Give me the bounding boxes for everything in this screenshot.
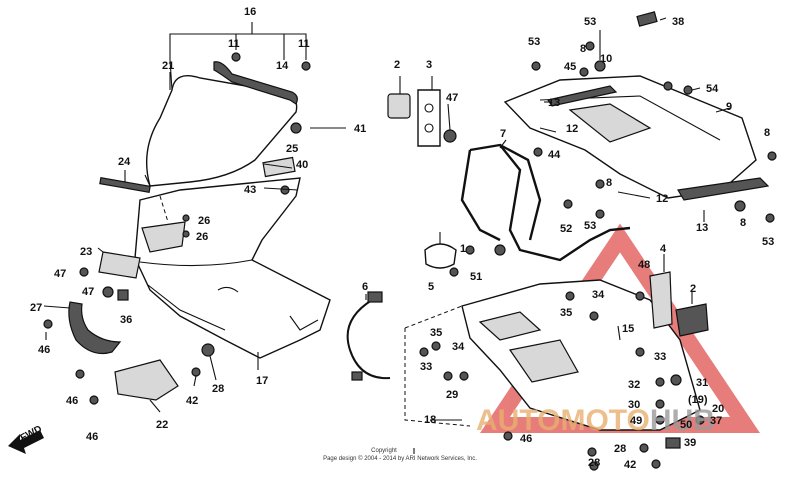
callout-label: 9 — [726, 101, 732, 113]
callout-label: 35 — [430, 327, 442, 339]
callout-label: 12 — [656, 193, 668, 205]
callout-label: 10 — [600, 53, 612, 65]
mirror-bracket-parts — [387, 89, 457, 147]
callout-label: 17 — [256, 375, 268, 387]
callout-label: 29 — [446, 389, 458, 401]
watermark-text: AUTOMOTOHUB — [476, 404, 715, 437]
reflector-part — [98, 251, 141, 279]
callout-label: 42 — [624, 459, 636, 471]
callout-label: 35 — [560, 307, 572, 319]
callout-label: 39 — [684, 437, 696, 449]
copyright-line-1: Copyright — [371, 448, 397, 454]
callout-label: 26 — [196, 231, 208, 243]
callout-label: 47 — [82, 286, 94, 298]
side-panel-parts — [649, 271, 709, 337]
callout-label: 18 — [424, 414, 436, 426]
mounting-frame-part — [460, 143, 631, 262]
callout-label: 47 — [446, 92, 458, 104]
callout-label: 12 — [566, 123, 578, 135]
callout-label: 46 — [520, 433, 532, 445]
callout-label: 40 — [296, 159, 308, 171]
callout-label: 5 — [428, 281, 434, 293]
callout-label: 32 — [628, 379, 640, 391]
forward-direction-arrow: FWD — [8, 424, 44, 454]
callout-label: 44 — [548, 149, 561, 161]
callout-label: 26 — [198, 215, 210, 227]
callout-label: 21 — [162, 60, 174, 72]
callout-label: 42 — [186, 395, 198, 407]
callout-label: 11 — [298, 38, 310, 50]
callout-label: 28 — [212, 383, 224, 395]
callout-label: 28 — [588, 457, 600, 469]
callout-label: 6 — [362, 281, 368, 293]
callout-label: 28 — [614, 443, 626, 455]
callout-label: 33 — [420, 361, 432, 373]
copyright-line-2: Page design © 2004 - 2014 by ARI Network… — [323, 455, 477, 462]
windscreen-part — [144, 59, 298, 187]
callout-label: 8 — [580, 43, 586, 55]
callout-label: 48 — [638, 259, 650, 271]
callout-label: 33 — [654, 351, 666, 363]
callout-label: 34 — [592, 289, 605, 301]
callout-label: 50 — [680, 419, 692, 431]
callout-label: 15 — [622, 323, 634, 335]
horn-part — [424, 232, 457, 269]
callout-label: 53 — [584, 16, 596, 28]
callout-label: 46 — [66, 395, 78, 407]
callout-label: 20 — [712, 403, 724, 415]
callout-label: 47 — [54, 268, 66, 280]
callout-label: 53 — [584, 220, 596, 232]
leader-lines — [43, 17, 731, 454]
callout-label: 3 — [426, 59, 432, 71]
fastener-symbols — [43, 11, 777, 471]
callout-label: 23 — [80, 246, 92, 258]
upper-fairing-part — [134, 177, 331, 359]
lower-cover-part — [114, 359, 179, 401]
callout-label: 46 — [86, 431, 98, 443]
callout-label: 52 — [560, 223, 572, 235]
callout-label: 13 — [548, 97, 560, 109]
callout-label: 34 — [452, 341, 465, 353]
callout-label: 16 — [244, 6, 256, 18]
callout-label: 7 — [500, 128, 506, 140]
callout-label: 25 — [286, 143, 298, 155]
callout-label: 53 — [528, 36, 540, 48]
callout-label: 38 — [672, 16, 684, 28]
callout-label: 51 — [470, 271, 482, 283]
callout-label: 1 — [460, 243, 466, 255]
callout-label: 8 — [740, 217, 746, 229]
callout-label: (19) — [688, 394, 708, 406]
fairing-stay-part — [503, 75, 770, 201]
under-cover-part — [404, 279, 701, 431]
callout-label: 13 — [696, 222, 708, 234]
callout-label: 54 — [706, 83, 719, 95]
callout-label: 2 — [690, 283, 696, 295]
callout-label: 46 — [38, 344, 50, 356]
callout-label: 27 — [30, 302, 42, 314]
callout-label: 49 — [630, 415, 642, 427]
callout-label: 37 — [710, 415, 722, 427]
callout-label: 11 — [228, 38, 240, 50]
callout-label: 36 — [120, 314, 132, 326]
callout-label: 8 — [764, 127, 770, 139]
callout-label: 24 — [118, 156, 131, 168]
callout-label: 43 — [244, 184, 256, 196]
callout-label: 41 — [354, 123, 366, 135]
wire-harness-part — [346, 291, 391, 381]
bracket-16 — [169, 22, 307, 60]
callout-label: 2 — [394, 59, 400, 71]
trim-strip-part — [213, 61, 298, 105]
side-bracket-part — [68, 301, 122, 355]
callout-label: 31 — [696, 377, 708, 389]
callout-label: 4 — [660, 243, 667, 255]
callout-label: 53 — [762, 236, 774, 248]
callout-label: 22 — [156, 419, 168, 431]
callout-label: 14 — [276, 60, 289, 72]
callout-label: 8 — [606, 177, 612, 189]
callout-label: 45 — [564, 61, 576, 73]
callout-label: 30 — [628, 399, 640, 411]
